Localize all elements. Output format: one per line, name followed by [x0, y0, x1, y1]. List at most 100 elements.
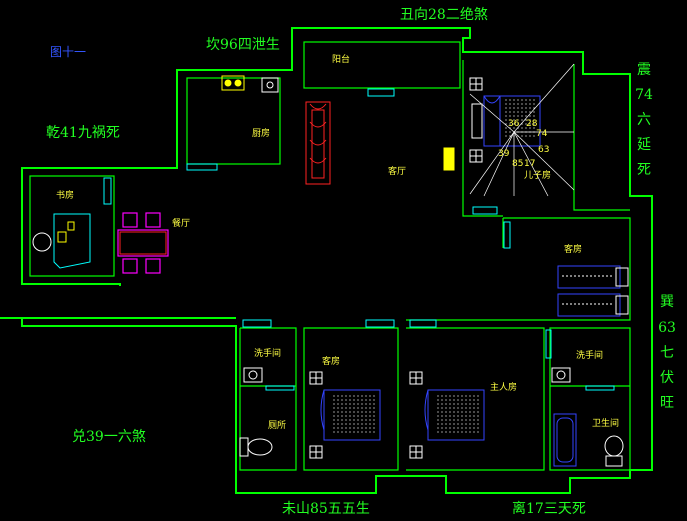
bed-dot: [525, 135, 527, 137]
bed-dot: [529, 115, 531, 117]
bed-dot: [341, 399, 343, 401]
compass-n4: 39: [498, 149, 510, 159]
guest-room-right-beds: [557, 265, 629, 317]
bed-dot: [353, 431, 355, 433]
labels: 图十一 丑向28二绝煞 坎96四泄生 乾41九祸死 兑39一六煞 未山85五五生…: [46, 7, 676, 517]
bed-dot: [365, 395, 367, 397]
bed-dot: [465, 431, 467, 433]
label-right-lower-2: 七: [660, 345, 674, 361]
bed-dot: [509, 119, 511, 121]
bed-dot: [513, 123, 515, 125]
bed-dot: [533, 99, 535, 101]
bed-dot: [449, 411, 451, 413]
bed-dot: [477, 407, 479, 409]
bed-dot: [449, 415, 451, 417]
bed-dot: [517, 103, 519, 105]
bed-dot: [517, 131, 519, 133]
bed-dot: [441, 423, 443, 425]
master-bed: [409, 371, 485, 459]
bed-dot: [465, 395, 467, 397]
label-right-upper-0: 震: [637, 62, 651, 78]
bed-dot: [449, 419, 451, 421]
bed-dot: [341, 403, 343, 405]
bed-dot: [437, 423, 439, 425]
room-washroom-right: 洗手间: [576, 349, 603, 361]
bed-dot: [445, 427, 447, 429]
bed-dot: [345, 431, 347, 433]
bed-dot: [525, 119, 527, 121]
bed-dot: [453, 407, 455, 409]
bed-dot: [529, 111, 531, 113]
label-left-bottom: 兑39一六煞: [72, 429, 146, 445]
bed-dot: [517, 111, 519, 113]
label-top-left: 坎96四泄生: [206, 37, 280, 53]
bed-dot: [441, 403, 443, 405]
bed-dot: [349, 419, 351, 421]
bed-dot: [457, 419, 459, 421]
bed-dot: [349, 431, 351, 433]
bed-dot: [441, 399, 443, 401]
bed-dot: [533, 127, 535, 129]
bed-dot: [521, 115, 523, 117]
bed-dot: [373, 423, 375, 425]
bed-dot: [361, 399, 363, 401]
bed-dot: [333, 399, 335, 401]
bed-dot: [477, 403, 479, 405]
toilet-left: [239, 437, 273, 457]
bed-dot: [449, 395, 451, 397]
bed-dot: [373, 431, 375, 433]
bed-dot: [477, 427, 479, 429]
bed-dot: [349, 423, 351, 425]
bed-dot: [457, 399, 459, 401]
bed-dot: [529, 131, 531, 133]
bed-dot: [345, 395, 347, 397]
bed-dot: [369, 399, 371, 401]
bed-dot: [365, 423, 367, 425]
bed-dot: [509, 107, 511, 109]
bed-dot: [533, 111, 535, 113]
bed-dot: [357, 427, 359, 429]
bed-dot: [333, 411, 335, 413]
bed-dot: [441, 427, 443, 429]
bed-dot: [465, 399, 467, 401]
bed-dot: [513, 99, 515, 101]
bed-dot: [517, 127, 519, 129]
bed-dot: [445, 407, 447, 409]
bed-dot: [449, 427, 451, 429]
bed-dot: [473, 399, 475, 401]
bed-dot: [437, 399, 439, 401]
bed-dot: [533, 107, 535, 109]
bed-dot: [337, 427, 339, 429]
bed-dot: [457, 403, 459, 405]
bed-dot: [441, 431, 443, 433]
bed-dot: [469, 403, 471, 405]
bed-dot: [473, 419, 475, 421]
bed-dot: [437, 411, 439, 413]
room-kitchen: 厨房: [252, 127, 270, 139]
bed-dot: [349, 399, 351, 401]
bed-dot: [369, 423, 371, 425]
bed-dot: [525, 131, 527, 133]
bed-dot: [345, 407, 347, 409]
bed-dot: [337, 395, 339, 397]
room-balcony: 阳台: [332, 53, 350, 65]
bed-dot: [461, 407, 463, 409]
bed-dot: [509, 135, 511, 137]
bed-dot: [369, 415, 371, 417]
bed-dot: [333, 407, 335, 409]
bed-dot: [517, 115, 519, 117]
bed-dot: [453, 423, 455, 425]
bed-dot: [357, 419, 359, 421]
bed-dot: [441, 415, 443, 417]
bed-dot: [437, 415, 439, 417]
bed-dot: [529, 99, 531, 101]
bed-dot: [477, 395, 479, 397]
bed-dot: [373, 399, 375, 401]
bed-dot: [353, 395, 355, 397]
bed-dot: [473, 395, 475, 397]
bed-dot: [473, 431, 475, 433]
room-washroom-left: 洗手间: [254, 347, 281, 359]
bed-dot: [513, 119, 515, 121]
room-bathroom-right: 卫生间: [592, 417, 619, 429]
bed-dot: [349, 411, 351, 413]
